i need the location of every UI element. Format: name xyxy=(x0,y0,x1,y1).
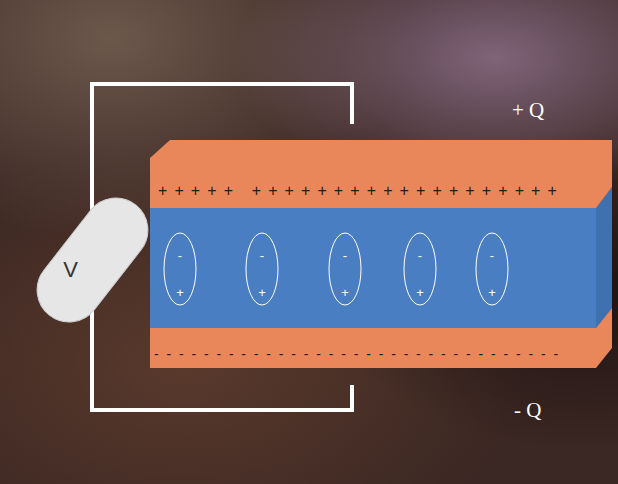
dipole-charge: + xyxy=(403,285,437,301)
induced-dipole: -+ xyxy=(163,232,197,306)
dipole-charge: - xyxy=(328,248,362,264)
positive-plate: +++++ +++++++++++++++++++ xyxy=(150,140,612,208)
dielectric-side xyxy=(596,187,612,328)
dipole-outline xyxy=(246,233,278,305)
source-body xyxy=(24,185,161,335)
voltage-source-shape xyxy=(30,190,155,330)
dipole-outline xyxy=(329,233,361,305)
dipole-outline xyxy=(404,233,436,305)
negative-plate: --------------------------------- xyxy=(150,308,612,368)
dielectric xyxy=(150,187,612,328)
charge-label: - Q xyxy=(514,398,541,422)
induced-dipole: -+ xyxy=(475,232,509,306)
dipole-charge: + xyxy=(163,285,197,301)
dipole-charge: + xyxy=(475,285,509,301)
charge-signs: +++++ +++++++++++++++++++ xyxy=(158,183,564,199)
plate-body xyxy=(150,308,612,368)
induced-dipole: -+ xyxy=(245,232,279,306)
dipole-charge: - xyxy=(403,248,437,264)
dipole-outline xyxy=(164,233,196,305)
charge-label-box: + Q xyxy=(512,98,544,122)
induced-dipole: -+ xyxy=(403,232,437,306)
charge-label: + Q xyxy=(512,98,544,122)
dipole-charge: + xyxy=(328,285,362,301)
dipole-charge: - xyxy=(163,248,197,264)
charge-label-box: - Q xyxy=(514,398,541,422)
induced-dipole: -+ xyxy=(328,232,362,306)
voltage-source: V xyxy=(30,190,155,330)
source-symbol: V xyxy=(63,258,78,282)
dipole-charge: + xyxy=(245,285,279,301)
dipole-charge: - xyxy=(475,248,509,264)
plate-body xyxy=(150,140,612,208)
charge-signs: --------------------------------- xyxy=(154,346,566,362)
dipole-outline xyxy=(476,233,508,305)
dipole-charge: - xyxy=(245,248,279,264)
